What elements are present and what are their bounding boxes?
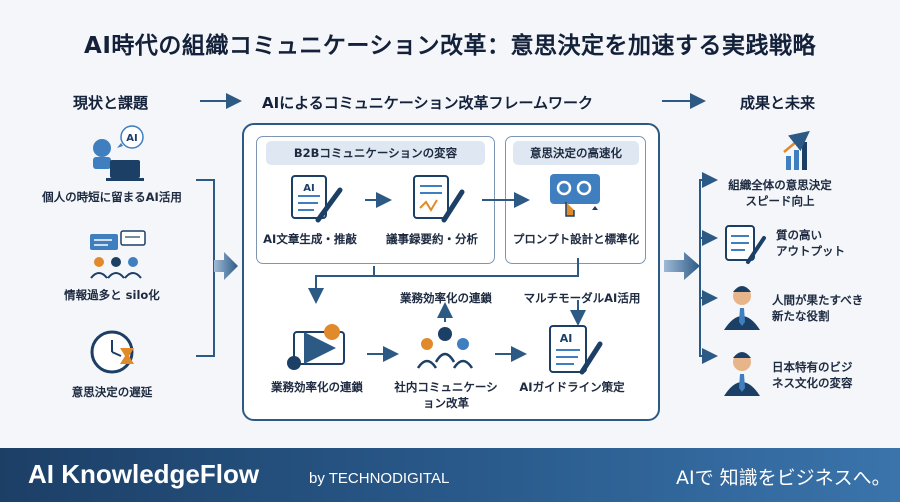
step-ai-text-label: AI文章生成・推敲 [263, 232, 357, 246]
b2b-section-title: B2Bコミュニケーションの変容 [266, 141, 485, 165]
outcome-label-culture: 日本特有のビジ ネス文化の変容 [772, 360, 892, 391]
note-multimodal-label: マルチモーダルAI活用 [523, 291, 641, 305]
document-pen-icon [725, 225, 766, 264]
right-big-arrow [664, 252, 700, 280]
challenge-label-delay: 意思決定の遅延 [71, 385, 153, 399]
clock-hourglass-icon [90, 330, 134, 374]
ai-document-badge: AI [303, 183, 314, 194]
outcome-speed-line1: 組織全体の意思決定 [728, 178, 832, 192]
column-heading-outcomes: 成果と未来 [740, 94, 816, 112]
outcome-label-quality: 質の高い アウトプット [776, 228, 886, 259]
page-title: AI時代の組織コミュニケーション改革：意思決定を加速する実践戦略 [84, 33, 816, 59]
businessman-tie-icon [724, 352, 760, 396]
outcome-label-human-role: 人間が果たすべき 新たな役割 [772, 293, 892, 324]
ai-document-icon [291, 175, 343, 223]
step-efficiency-label: 業務効率化の連鎖 [271, 380, 363, 394]
step-guideline-label: AIガイドライン策定 [519, 380, 625, 394]
ai-guideline-badge: AI [560, 332, 573, 345]
flow-arrows [308, 192, 586, 362]
footer-bar [0, 448, 900, 502]
outcome-role-line2: 新たな役割 [772, 308, 830, 323]
column-heading-framework: AIによるコミュニケーション改革フレームワーク [262, 94, 593, 112]
outcome-culture-line1: 日本特有のビジ [772, 360, 853, 374]
growth-chart-people-icon [783, 130, 810, 170]
outcome-speed-line2: スピード向上 [745, 193, 815, 208]
left-big-arrow [214, 252, 238, 280]
ai-guideline-document-icon [549, 325, 603, 375]
challenge-label-silo: 情報過多と silo化 [64, 288, 160, 302]
outcome-role-line1: 人間が果たすべき [772, 293, 864, 307]
note-chain-label: 業務効率化の連鎖 [400, 291, 492, 305]
minutes-document-icon [413, 175, 465, 223]
brand-byline: by TECHNODIGITAL [309, 470, 450, 487]
brand-name: AI KnowledgeFlow [28, 459, 260, 489]
step-internal-label-line1: 社内コミュニケーシ [394, 380, 498, 394]
column-heading-current: 現状と課題 [73, 94, 149, 112]
ai-robot-laptop-icon: AI [93, 125, 144, 181]
step-prompt-label: プロンプト設計と標準化 [512, 232, 640, 246]
outcome-quality-line1: 質の高い [776, 228, 822, 242]
prompt-gear-screen-icon [550, 174, 600, 217]
businessman-icon [724, 286, 760, 330]
right-bracket [699, 172, 718, 364]
footer-tagline: AIで 知識をビジネスへ。 [676, 467, 891, 489]
svg-text:AI: AI [126, 133, 137, 144]
step-internal-label: 社内コミュニケーシ ョン改革 [384, 380, 508, 411]
left-bracket [196, 179, 215, 357]
team-meeting-icon [416, 327, 474, 369]
challenge-label-ai: 個人の時短に留まるAI活用 [42, 190, 182, 204]
step-minutes-label: 議事録要約・分析 [386, 232, 478, 246]
efficiency-monitor-icon [287, 324, 345, 370]
outcome-culture-line2: ネス文化の変容 [772, 375, 853, 390]
people-chat-network-icon [90, 230, 146, 279]
outcome-quality-line2: アウトプット [776, 243, 845, 258]
decision-section-title: 意思決定の高速化 [513, 141, 639, 165]
step-internal-label-line2: ョン改革 [423, 395, 469, 410]
outcome-label-speed: 組織全体の意思決定 スピード向上 [720, 178, 840, 209]
